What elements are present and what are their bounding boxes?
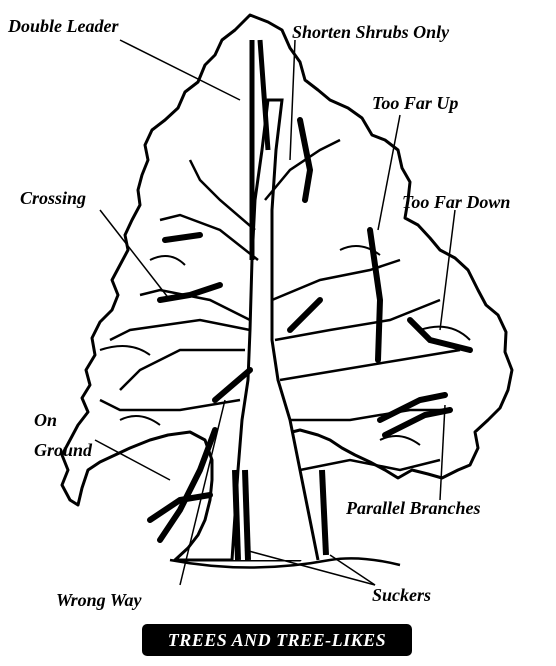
label-ground: Ground (34, 440, 92, 460)
label-crossing: Crossing (20, 188, 86, 208)
title-banner: TREES AND TREE-LIKES (142, 624, 412, 656)
label-too-far-down: Too Far Down (402, 192, 510, 212)
label-double-leader: Double Leader (8, 16, 118, 36)
label-parallel-branches: Parallel Branches (346, 498, 481, 518)
title-text: TREES AND TREE-LIKES (168, 630, 386, 651)
label-shorten-shrubs-only: Shorten Shrubs Only (292, 22, 449, 42)
label-too-far-up: Too Far Up (372, 93, 458, 113)
label-on: On (34, 410, 57, 430)
label-suckers: Suckers (372, 585, 431, 605)
label-wrong-way: Wrong Way (56, 590, 142, 610)
